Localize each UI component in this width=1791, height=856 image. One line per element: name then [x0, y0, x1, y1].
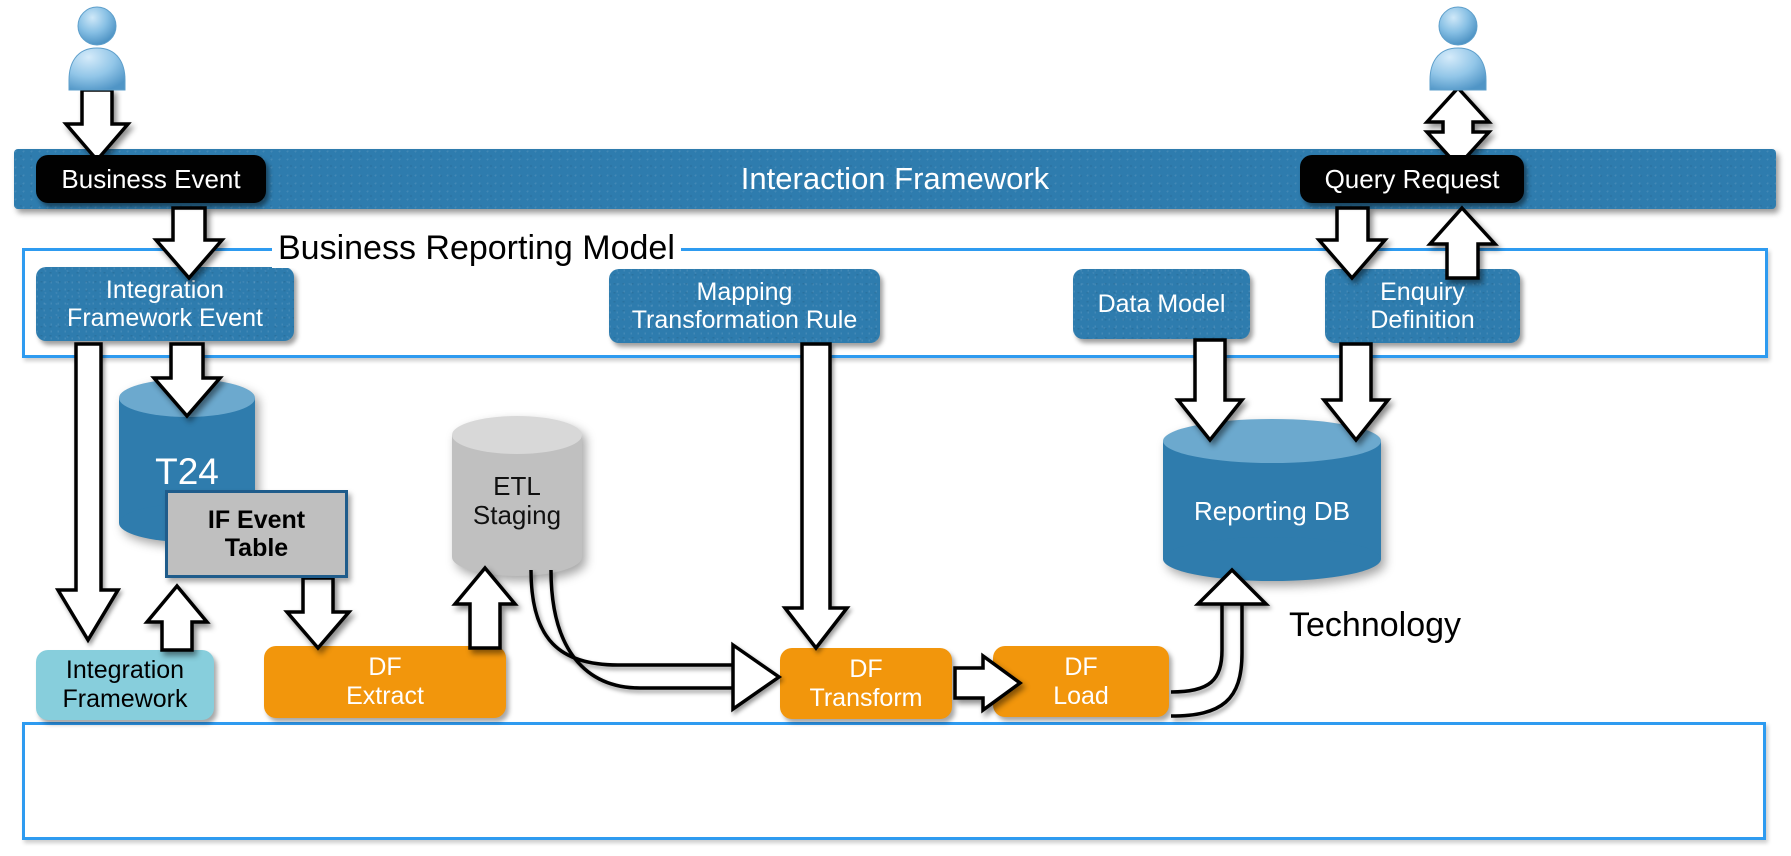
if-line1: Integration — [65, 656, 185, 685]
arrow-integration-framework-to-if-event-table — [143, 583, 211, 652]
business-event-label[interactable]: Business Event — [36, 155, 266, 203]
arrow-if-event-table-to-df-extract — [283, 576, 353, 651]
ed-line1: Enquiry — [1380, 278, 1465, 306]
store-etl-staging[interactable]: ETL Staging — [452, 416, 582, 576]
arrow-etl-staging-to-df-transform — [529, 569, 733, 667]
query-request-label[interactable]: Query Request — [1300, 155, 1524, 203]
box-integration-framework[interactable]: Integration Framework — [36, 650, 214, 720]
arrowhead-etl-to-df-transform — [731, 641, 783, 713]
dft-line2: Transform — [809, 683, 923, 712]
dfl-line1: DF — [1064, 652, 1098, 681]
arrow-df-load-to-reporting-db — [1170, 604, 1244, 718]
query-request-text: Query Request — [1324, 163, 1500, 194]
dm-line1: Data Model — [1097, 290, 1226, 318]
box-df-transform[interactable]: DF Transform — [780, 648, 952, 719]
box-enquiry-definition[interactable]: Enquiry Definition — [1325, 269, 1520, 343]
ife-line1: Integration — [105, 276, 225, 304]
arrow-mtr-to-df-transform — [781, 342, 851, 651]
dfe-line2: Extract — [346, 682, 424, 710]
box-data-model[interactable]: Data Model — [1073, 269, 1250, 339]
lane-technology — [22, 722, 1766, 840]
arrow-df-load-to-reporting-db-2 — [1170, 604, 1224, 694]
store-reporting-db[interactable]: Reporting DB — [1163, 419, 1381, 581]
lane-business-reporting-model — [22, 248, 1768, 358]
dfe-line1: DF — [368, 653, 402, 682]
arrow-etl-staging-to-df-transform-2 — [549, 569, 733, 690]
mtr-line2: Transformation Rule — [631, 306, 858, 334]
arrow-df-extract-to-etl-staging — [451, 565, 519, 650]
interaction-framework-label: Interaction Framework — [740, 161, 1050, 196]
t24-label: T24 — [155, 451, 219, 492]
dft-line1: DF — [849, 654, 883, 683]
box-if-event-table[interactable]: IF Event Table — [165, 490, 348, 578]
dfl-line2: Load — [1053, 681, 1109, 710]
ife-line2: Framework Event — [67, 304, 263, 332]
reporting-db-label: Reporting DB — [1193, 496, 1351, 526]
lane-caption-business-reporting-model: Business Reporting Model — [272, 229, 681, 268]
mtr-line1: Mapping — [696, 278, 793, 306]
lane-caption-technology: Technology — [1283, 606, 1468, 645]
box-integration-framework-event[interactable]: Integration Framework Event — [36, 267, 294, 341]
business-event-text: Business Event — [61, 163, 241, 194]
technology-caption-text: Technology — [1289, 606, 1462, 644]
if-line2: Framework — [62, 685, 188, 713]
reporting-user-actor — [1423, 2, 1493, 92]
box-df-load[interactable]: DF Load — [993, 646, 1169, 717]
box-df-extract[interactable]: DF Extract — [264, 646, 506, 718]
box-mapping-transformation-rule[interactable]: Mapping Transformation Rule — [609, 269, 880, 343]
arrow-ife-to-integration-framework — [54, 342, 122, 644]
etl-line2: Staging — [472, 500, 562, 531]
ifet-line2: Table — [224, 534, 289, 562]
ed-line2: Definition — [1370, 306, 1475, 334]
brm-caption-text: Business Reporting Model — [278, 229, 675, 267]
ifet-line1: IF Event — [207, 506, 306, 534]
business-user-actor — [62, 2, 132, 92]
etl-line1: ETL — [493, 471, 541, 501]
etl-staging-label: ETL Staging — [452, 471, 582, 531]
